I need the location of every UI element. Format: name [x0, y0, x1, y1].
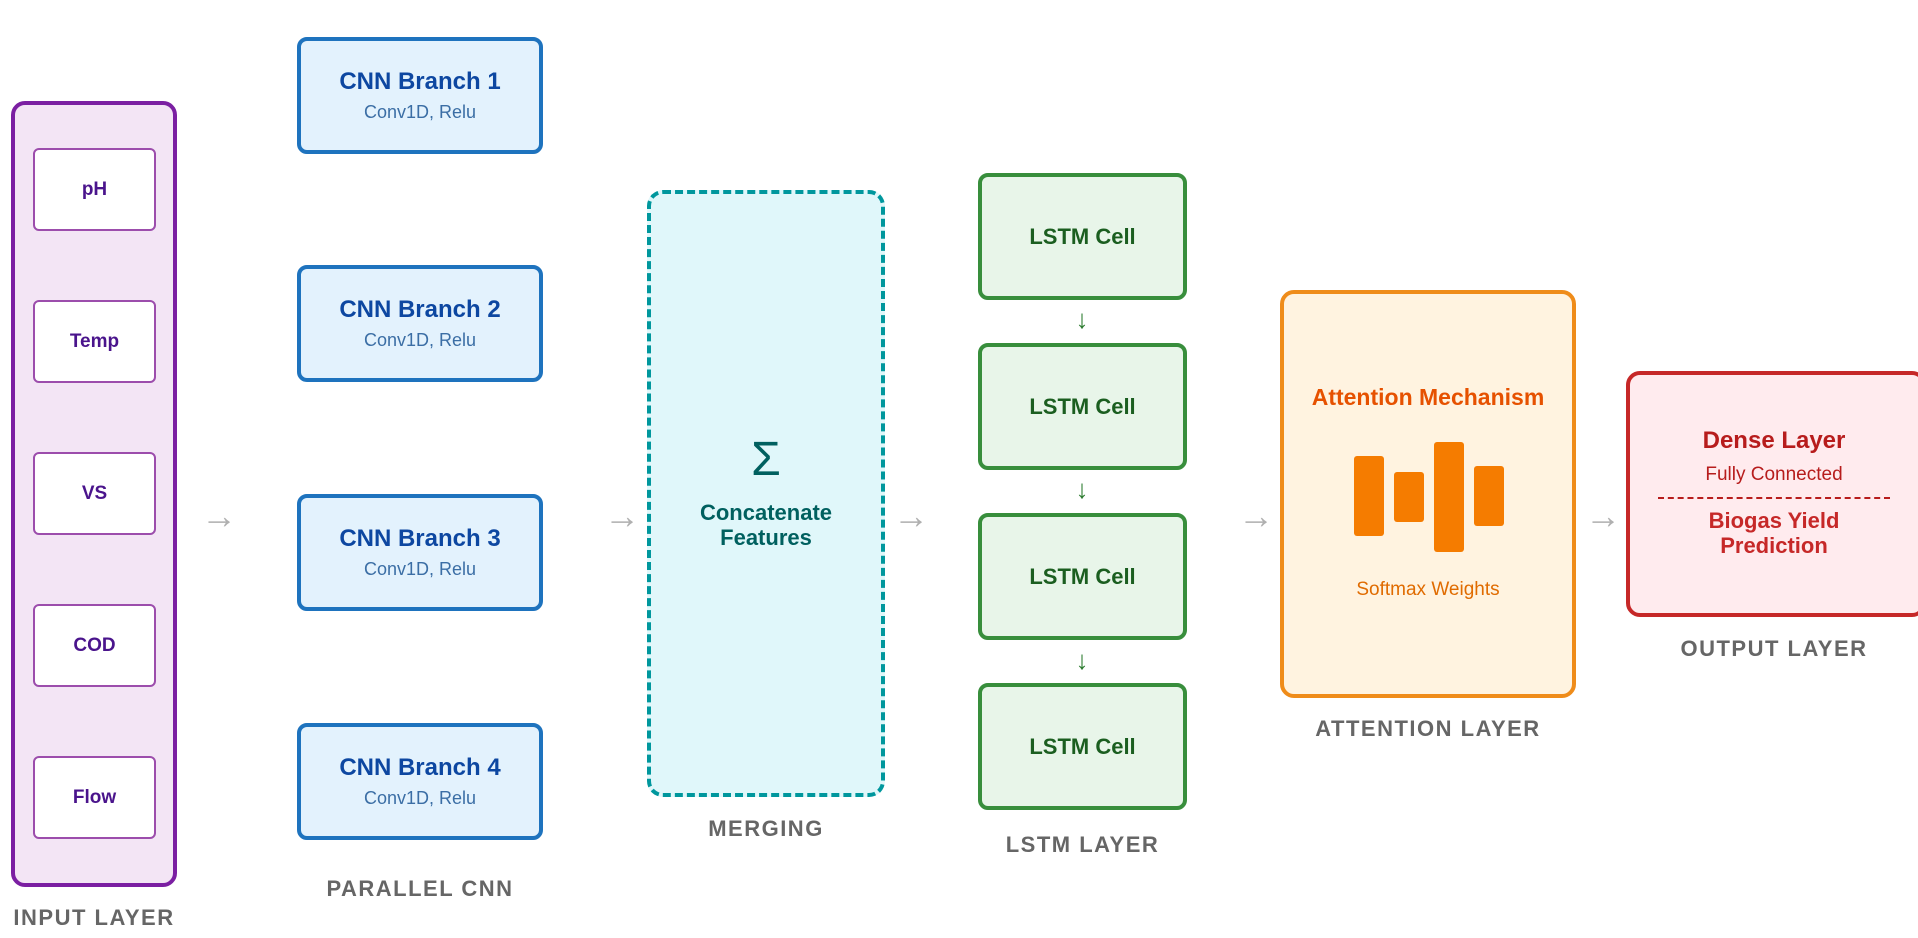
input-feature-label: Temp [69, 330, 120, 352]
flow-arrow-input-to-cnn: → [201, 495, 237, 536]
lstm-cell-3: LSTM Cell [978, 513, 1187, 640]
output-divider [1658, 497, 1890, 499]
merge-text-line: Concatenate [699, 500, 833, 525]
cnn-branch-title: CNN Branch 1 [339, 68, 501, 95]
merge-text-line: Features [720, 525, 812, 550]
cnn-branch-subtitle: Conv1D, Relu [363, 102, 477, 122]
cnn-branch-1: CNN Branch 1 Conv1D, Relu [297, 37, 543, 154]
input-feature-label: pH [81, 178, 108, 200]
attention-layer-label: ATTENTION LAYER [1315, 716, 1541, 741]
cnn-branch-4: CNN Branch 4 Conv1D, Relu [297, 723, 543, 840]
attention-box [1280, 290, 1576, 698]
parallel-cnn-label: PARALLEL CNN [326, 876, 514, 901]
lstm-cell-1: LSTM Cell [978, 173, 1187, 300]
flow-arrow-cnn-to-merge: → [604, 495, 640, 536]
flow-arrow-lstm-to-attention: → [1238, 495, 1274, 536]
cnn-branch-subtitle: Conv1D, Relu [363, 330, 477, 350]
sigma-icon: Σ [751, 433, 781, 486]
softmax-weights-text: Softmax Weights [1356, 579, 1500, 600]
down-arrow-icon: ↓ [1075, 474, 1089, 504]
output-box [1626, 371, 1918, 617]
merging-label: MERGING [708, 816, 824, 841]
attention-weight-bar [1434, 442, 1464, 552]
cnn-branch-2: CNN Branch 2 Conv1D, Relu [297, 265, 543, 382]
input-feature-vs: VS [33, 452, 156, 535]
lstm-cell-2: LSTM Cell [978, 343, 1187, 470]
output-layer-label: OUTPUT LAYER [1680, 636, 1868, 661]
input-feature-cod: COD [33, 604, 156, 687]
input-feature-temp: Temp [33, 300, 156, 383]
lstm-cell-label: LSTM Cell [1029, 733, 1136, 759]
lstm-layer-label: LSTM LAYER [1005, 832, 1160, 857]
biogas-yield-prediction-text: Biogas Yield Prediction [1626, 508, 1918, 558]
down-arrow-icon: ↓ [1075, 304, 1089, 334]
flow-arrow-merge-to-lstm: → [893, 495, 929, 536]
lstm-cell-label: LSTM Cell [1029, 223, 1136, 249]
attention-weight-bar [1354, 456, 1384, 536]
lstm-cell-4: LSTM Cell [978, 683, 1187, 810]
cnn-branch-3: CNN Branch 3 Conv1D, Relu [297, 494, 543, 611]
attention-weight-bar [1394, 472, 1424, 522]
prediction-line: Prediction [1720, 533, 1828, 558]
down-arrow-icon: ↓ [1075, 645, 1089, 675]
lstm-cell-label: LSTM Cell [1029, 563, 1136, 589]
merging-box [647, 190, 885, 797]
input-feature-ph: pH [33, 148, 156, 231]
input-feature-label: Flow [72, 786, 117, 808]
input-feature-label: VS [81, 482, 108, 504]
input-feature-flow: Flow [33, 756, 156, 839]
attention-title: Attention Mechanism [1311, 384, 1545, 410]
lstm-cell-label: LSTM Cell [1029, 393, 1136, 419]
input-feature-label: COD [73, 634, 116, 656]
prediction-line: Biogas Yield [1708, 508, 1840, 533]
attention-weight-bar [1474, 466, 1504, 526]
dense-layer-title: Dense Layer [1702, 427, 1846, 454]
fully-connected-text: Fully Connected [1705, 464, 1843, 485]
cnn-branch-subtitle: Conv1D, Relu [363, 559, 477, 579]
cnn-branch-subtitle: Conv1D, Relu [363, 788, 477, 808]
concatenate-features-text: Concatenate Features [647, 500, 885, 550]
flow-arrow-attention-to-output: → [1585, 495, 1621, 536]
cnn-branch-title: CNN Branch 4 [339, 754, 501, 781]
input-layer-label: INPUT LAYER [13, 905, 175, 930]
cnn-branch-title: CNN Branch 2 [339, 296, 501, 323]
cnn-branch-title: CNN Branch 3 [339, 525, 501, 552]
